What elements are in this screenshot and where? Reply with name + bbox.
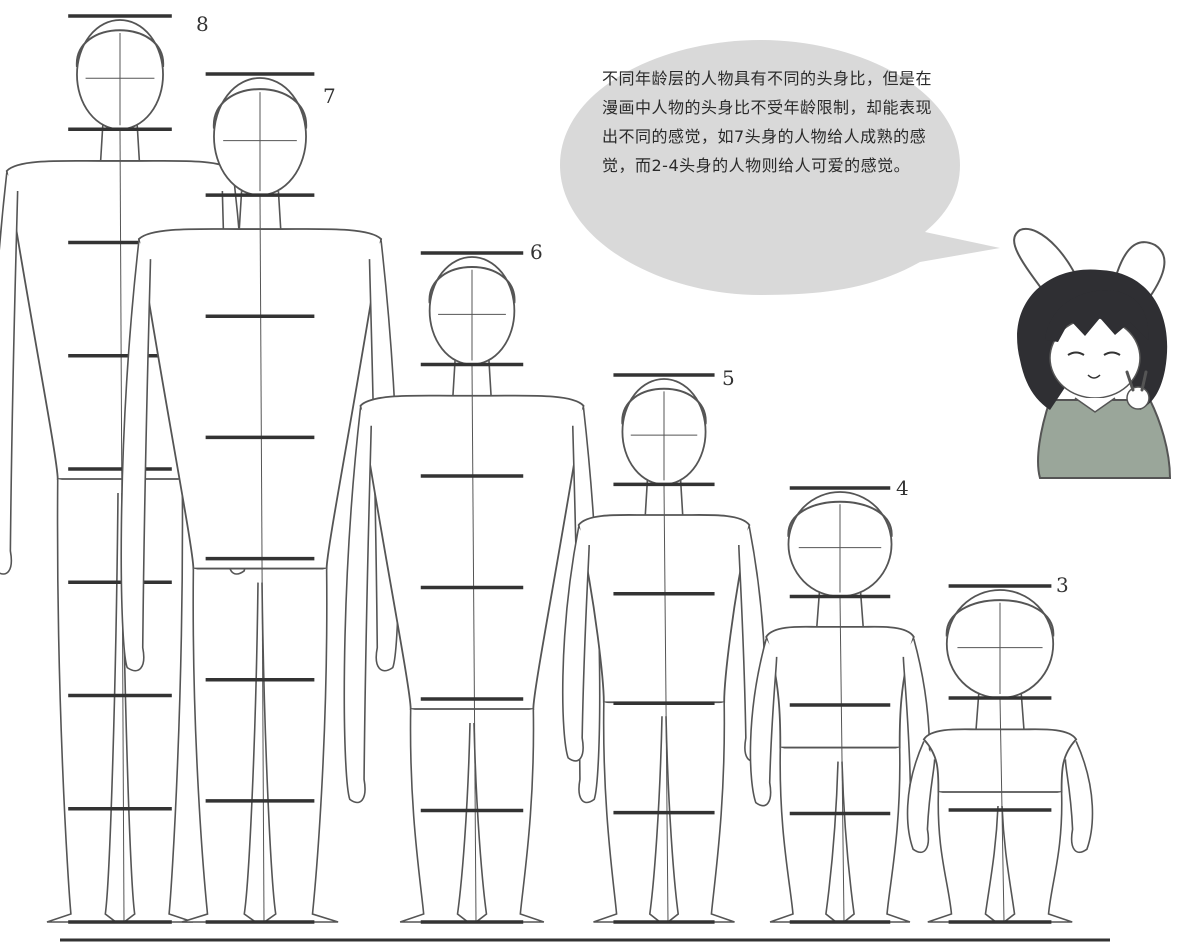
figure-leg-left — [769, 747, 839, 923]
figure-torso — [137, 228, 383, 570]
figure-leg-left — [927, 791, 999, 923]
figure-8-heads — [0, 14, 251, 924]
figure-leg-left — [46, 478, 119, 923]
figure-neck — [99, 125, 141, 162]
head-count-label-4: 4 — [896, 476, 909, 500]
head-count-label-5: 5 — [722, 366, 735, 390]
figure-leg-right — [473, 708, 545, 923]
speech-bubble-text: 不同年龄层的人物具有不同的头身比，但是在漫画中人物的头身比不受年龄限制，却能表现… — [602, 69, 933, 175]
figure-leg-right — [1001, 791, 1073, 923]
figure-hair — [787, 500, 893, 537]
figure-arm-right — [1064, 741, 1094, 854]
figure-neck — [238, 191, 282, 230]
figure-torso — [577, 514, 751, 704]
figure-4-heads — [749, 486, 931, 924]
figure-3-heads — [906, 584, 1094, 924]
figure-leg-right — [261, 568, 339, 923]
figure-neck — [644, 480, 684, 516]
figure-leg-left — [181, 568, 259, 923]
figure-7-heads — [120, 72, 400, 924]
figure-leg-right — [841, 747, 911, 923]
head-count-label-3: 3 — [1056, 573, 1069, 597]
figure-arm-left — [0, 172, 19, 575]
figure-hair — [75, 29, 165, 68]
speech-bubble — [560, 40, 1000, 295]
figure-center-line — [839, 596, 845, 923]
figures-group — [0, 14, 1094, 924]
figure-5-heads — [561, 373, 767, 924]
figure-arm-left — [120, 240, 152, 672]
figure-6-heads — [343, 251, 601, 924]
figure-leg-left — [399, 708, 471, 923]
figure-arm-left — [749, 638, 778, 807]
figure-torso — [922, 728, 1078, 793]
figure-hair — [212, 88, 308, 129]
head-count-label-7: 7 — [323, 84, 336, 108]
figure-hair — [621, 387, 707, 425]
figure-hair — [428, 266, 516, 304]
mascot-girl-illustration — [1013, 227, 1172, 479]
head-count-label-8: 8 — [196, 12, 209, 36]
figure-neck — [975, 693, 1025, 730]
figure-torso — [765, 625, 915, 749]
figure-neck — [452, 360, 492, 396]
figure-arm-left — [906, 741, 936, 854]
figure-center-line — [471, 364, 477, 923]
figure-hair — [945, 599, 1055, 637]
figure-torso — [359, 394, 585, 710]
figure-arm-left — [343, 407, 373, 804]
figure-arm-left — [561, 526, 590, 762]
head-count-label-6: 6 — [530, 240, 543, 264]
